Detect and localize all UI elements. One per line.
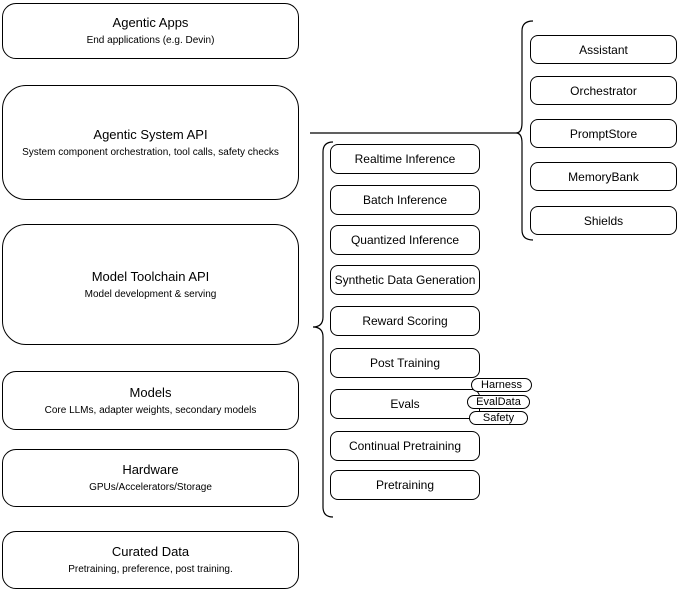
box-title: Model Toolchain API [91,268,210,284]
pill-harness: Harness [471,378,532,392]
box-title: Hardware [122,462,179,477]
box-reward-scoring: Reward Scoring [330,306,480,336]
box-orchestrator: Orchestrator [530,76,677,105]
box-promptstore: PromptStore [530,119,677,148]
pill-safety: Safety [469,411,528,425]
box-evals: Evals [330,389,480,419]
box-subtitle: End applications (e.g. Devin) [86,35,215,46]
box-title: Curated Data [111,544,190,559]
box-realtime-inference: Realtime Inference [330,144,480,174]
box-assistant: Assistant [530,35,677,64]
box-title: Agentic System API [93,126,208,142]
box-subtitle: GPUs/Accelerators/Storage [89,482,212,493]
box-subtitle: Core LLMs, adapter weights, secondary mo… [44,404,257,416]
box-memorybank: MemoryBank [530,162,677,191]
box-pretraining: Pretraining [330,470,480,500]
box-model-toolchain-api: Model Toolchain API Model development & … [2,224,299,345]
box-batch-inference: Batch Inference [330,185,480,215]
box-agentic-apps: Agentic Apps End applications (e.g. Devi… [2,3,299,59]
box-continual-pretraining: Continual Pretraining [330,431,480,461]
box-post-training: Post Training [330,348,480,378]
box-shields: Shields [530,206,677,235]
box-title: Models [129,384,172,400]
box-agentic-system-api: Agentic System API System component orch… [2,85,299,200]
box-subtitle: Model development & serving [84,288,217,300]
box-hardware: Hardware GPUs/Accelerators/Storage [2,449,299,507]
pill-evaldata: EvalData [467,395,530,409]
box-subtitle: System component orchestration, tool cal… [22,146,279,158]
box-quantized-inference: Quantized Inference [330,225,480,255]
box-curated-data: Curated Data Pretraining, preference, po… [2,531,299,589]
box-subtitle: Pretraining, preference, post training. [68,564,233,575]
box-models: Models Core LLMs, adapter weights, secon… [2,371,299,430]
box-synthetic-data-generation: Synthetic Data Generation [330,265,480,295]
box-title: Agentic Apps [112,15,189,30]
